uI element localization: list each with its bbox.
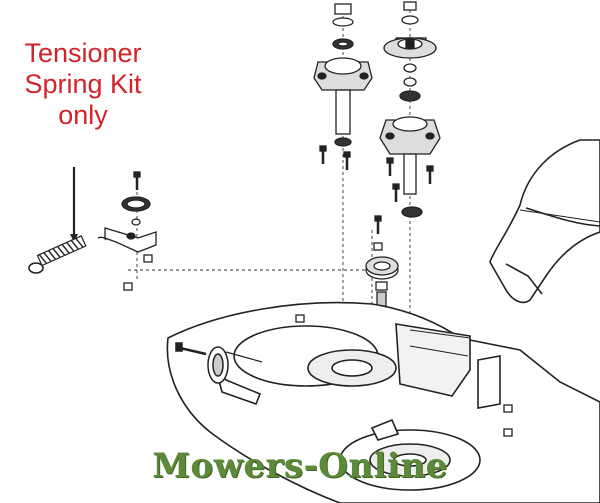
callout-line-3: only bbox=[58, 100, 108, 130]
anti-scalp-roller bbox=[175, 342, 263, 384]
spindle-assembly-center bbox=[313, 3, 373, 172]
spindle-assembly-right bbox=[379, 1, 441, 218]
part-callout-label: Tensioner Spring Kit only bbox=[8, 38, 158, 131]
discharge-chute bbox=[489, 139, 600, 304]
brand-watermark: Mowers-Online bbox=[152, 446, 448, 486]
mower-deck bbox=[166, 301, 600, 503]
callout-line-1: Tensioner bbox=[24, 38, 142, 68]
idler-bracket-assembly bbox=[104, 170, 157, 291]
callout-line-2: Spring Kit bbox=[24, 69, 142, 99]
idler-pulley-center bbox=[365, 214, 399, 307]
tensioner-spring bbox=[28, 167, 107, 274]
